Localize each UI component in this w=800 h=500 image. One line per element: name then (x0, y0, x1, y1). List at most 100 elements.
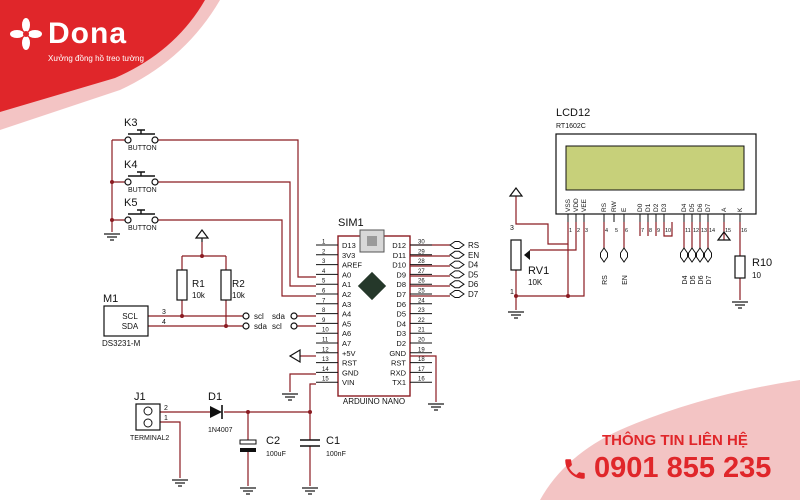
mcu-pin-num: 12 (322, 347, 329, 353)
lcd-pin-name: D3 (661, 203, 668, 212)
mcu-pin-num: 20 (418, 338, 425, 344)
mcu-pin-name: TX1 (392, 378, 406, 387)
mcu-pin-name: D2 (396, 339, 406, 348)
mcu-pin-num: 16 (418, 377, 425, 383)
mcu-pin-num: 30 (418, 240, 425, 246)
lcd-pin-num: 7 (641, 228, 644, 234)
mcu-pin-num: 13 (322, 357, 329, 363)
lcd-pin-num: 16 (741, 228, 747, 234)
rtc-pin-num-4: 4 (162, 319, 166, 326)
terminal-part: TERMINAL2 (130, 435, 169, 442)
phone-icon (565, 458, 585, 479)
bus-label-sda-right: sda (272, 312, 285, 321)
mcu-pin-name: A2 (342, 290, 351, 299)
mcu-pin-name: D6 (396, 300, 406, 309)
mcu-pin-num: 21 (418, 328, 425, 334)
r1-label: R1 (192, 279, 205, 290)
mcu-part: ARDUINO NANO (343, 397, 405, 406)
net-flag-icon (449, 260, 465, 269)
pot-ref: RV1 (528, 265, 549, 277)
lcd-pin-name: A (721, 207, 728, 212)
lcd-pin-name: D2 (653, 203, 660, 212)
mcu-pin-name: RST (342, 359, 357, 368)
lcd-screen (565, 145, 745, 191)
lcd-pin-num: 9 (657, 228, 660, 234)
mcu-pin-num: 22 (418, 318, 425, 324)
mcu-pin-name: A7 (342, 339, 351, 348)
pullup-resistors (176, 255, 746, 301)
net-flag-icon (449, 270, 465, 279)
net-flag-icon (680, 247, 688, 263)
mcu-pin-num: 9 (322, 318, 326, 324)
mcu-pin-num: 17 (418, 367, 425, 373)
mcu-pin-name: D8 (396, 280, 406, 289)
net-flag-icon (449, 250, 465, 259)
rtc-pin-num-3: 3 (162, 309, 166, 316)
mcu-pin-num: 24 (418, 298, 425, 304)
lcd-pin-name: RS (601, 202, 608, 212)
bus-label-scl-left: scl (254, 312, 264, 321)
lcd-pin-num: 13 (701, 228, 707, 234)
mcu-pin-num: 10 (322, 328, 329, 334)
chip-icon (357, 271, 387, 301)
mcu-pin-name: D13 (342, 241, 356, 250)
button-ref: K3 (124, 117, 137, 129)
c1-value: 100nF (326, 451, 346, 458)
mcu-pin-name: D4 (396, 319, 406, 328)
brand-logo: Dona (10, 18, 127, 50)
pot-pin-3: 3 (510, 225, 514, 232)
rtc-module: M1 SCL SDA 3 4 DS3231-M (102, 293, 166, 348)
mcu-pin-name: D9 (396, 270, 406, 279)
lcd-pin-name: D1 (645, 203, 652, 212)
lcd-display: LCD12 RT1602C VSS1VDD2VEE3RS4RW5E6D07D18… (555, 107, 757, 234)
mcu-pin-num: 14 (322, 367, 329, 373)
net-flag-icon (600, 247, 608, 263)
mcu-net-label: EN (468, 251, 479, 260)
mcu-pin-name: A4 (342, 310, 351, 319)
contact-phone: 0901 855 235 (562, 452, 771, 485)
lcd-pin-name: RW (611, 200, 618, 212)
mcu-pin-num: 8 (322, 308, 326, 314)
lcd-pin-name: K (737, 207, 744, 212)
mcu-pin-name: D7 (396, 290, 406, 299)
lcd-pins: VSS1VDD2VEE3RS4RW5E6D07D18D29D310D411D51… (565, 198, 747, 234)
c2-value: 100uF (266, 451, 286, 458)
brand-name: Dona (48, 17, 127, 50)
mcu-pin-num: 26 (418, 279, 425, 285)
terminal-ref: J1 (134, 391, 146, 403)
mcu-pin-num: 18 (418, 357, 425, 363)
potentiometer: 3 1 RV1 10K (510, 225, 549, 296)
lcd-pin-name: D5 (689, 203, 696, 212)
net-flag-icon (449, 280, 465, 289)
mcu-pin-num: 11 (322, 338, 329, 344)
lcd-net-label: D7 (706, 275, 713, 284)
bus-label-sda-left: sda (254, 322, 267, 331)
lcd-pin-num: 3 (585, 228, 588, 234)
button-ref: K4 (124, 159, 137, 171)
lcd-pin-name: D4 (681, 203, 688, 212)
lcd-ref: LCD12 (556, 107, 590, 119)
mcu-ref: SIM1 (338, 217, 364, 229)
mcu-pin-name: RXD (390, 368, 406, 377)
contact-title: THÔNG TIN LIÊN HỆ (602, 432, 748, 449)
mcu-net-label: D5 (468, 270, 479, 279)
wires (111, 139, 741, 486)
power-symbols (194, 187, 732, 364)
lcd-pin-num: 4 (605, 228, 608, 234)
mcu-pin-num: 25 (418, 289, 425, 295)
capacitors: C2 100uF C1 100nF (239, 435, 346, 458)
mcu-net-label: RS (468, 241, 479, 250)
lcd-net-label: D4 (682, 275, 689, 284)
mcu-pin-name: AREF (342, 261, 362, 270)
lcd-net-label: RS (602, 275, 609, 285)
r10-value: 10 (752, 271, 761, 280)
junction-dots (110, 180, 570, 414)
lcd-pin-num: 14 (709, 228, 715, 234)
lcd-net-label: D5 (690, 275, 697, 284)
mcu-pin-name: D10 (392, 261, 406, 270)
mcu-pin-num: 28 (418, 259, 425, 265)
